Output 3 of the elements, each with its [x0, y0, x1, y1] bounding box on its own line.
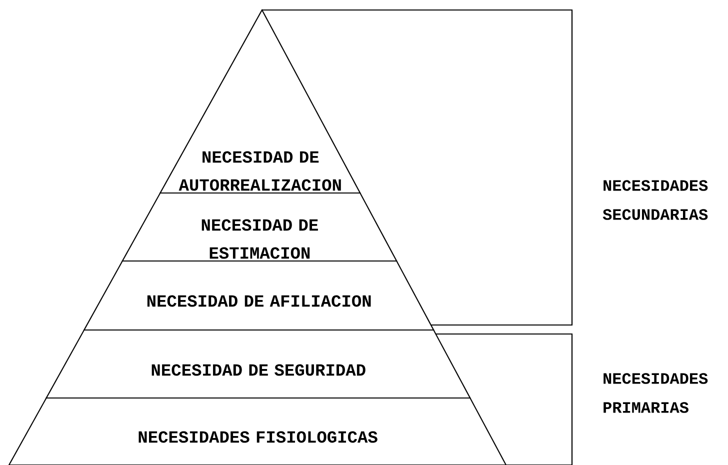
- pyramid-level: NECESIDADES FISIOLOGICAS: [8, 397, 507, 465]
- group-label: NECESIDADES PRIMARIAS: [604, 373, 708, 413]
- group-label: NECESIDADES SECUNDARIAS: [602, 180, 708, 220]
